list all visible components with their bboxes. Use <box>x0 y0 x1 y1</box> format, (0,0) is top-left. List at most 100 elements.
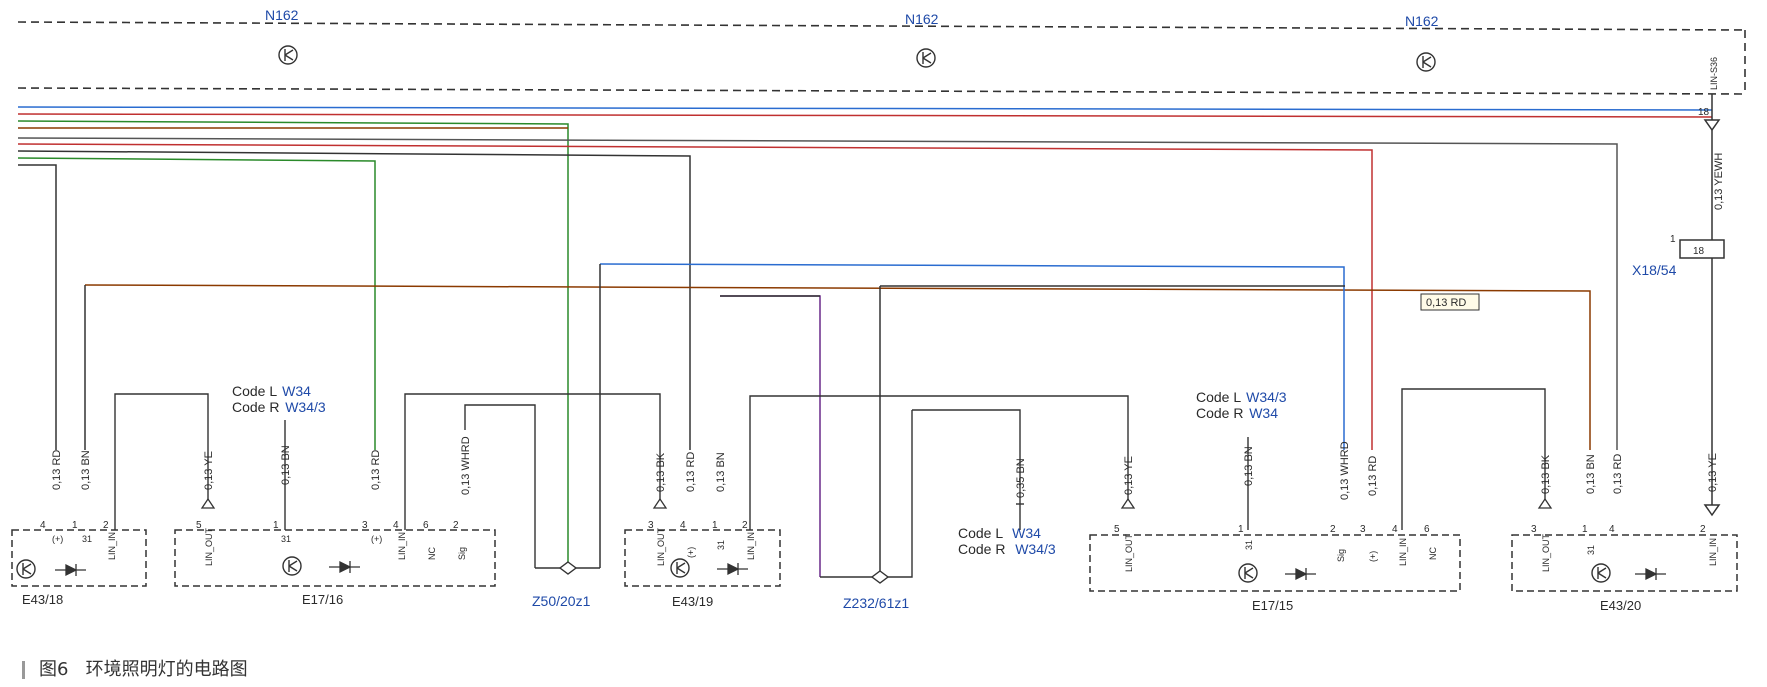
pin-number: 1 <box>1238 524 1244 535</box>
wire-label: 0,13 BN <box>1585 454 1597 494</box>
pin-number: 3 <box>1531 524 1537 535</box>
pin-label: (+) <box>686 547 696 558</box>
pin-18: 18 <box>1698 107 1710 118</box>
component-label-e17-15: E17/15 <box>1252 598 1293 613</box>
pin-label: NC <box>427 547 437 560</box>
pin-number: 4 <box>1609 524 1615 535</box>
lin-s36-pin: LIN-S36 <box>1709 57 1719 90</box>
pin-18: 18 <box>1693 246 1705 257</box>
led-icon <box>55 560 1666 581</box>
pin-number: 4 <box>680 520 686 531</box>
pin-label: LIN_IN <box>1398 538 1408 566</box>
pin-number: 4 <box>40 520 46 531</box>
n162-label-3: N162 <box>1405 13 1439 29</box>
wire-label: 0,13 YE <box>1123 456 1135 495</box>
pin-label: 31 <box>82 534 92 544</box>
signal-arrow-icon <box>200 497 1553 509</box>
component-label-e43-19: E43/19 <box>672 594 713 609</box>
pin-number: 6 <box>423 520 429 531</box>
x18-feed <box>1679 94 1725 517</box>
wire-label: 0,13 WHRD <box>460 436 472 495</box>
wire-labels: 0,13 RD 0,13 BN 0,13 YE 0,13 BN 0,13 RD … <box>51 436 1719 500</box>
local-wires <box>114 295 1546 568</box>
lamp-icon <box>16 556 1611 583</box>
wire-label: 0,13 BN <box>1243 446 1255 486</box>
wire-tag: 0,13 RD <box>1426 297 1466 309</box>
wire-label: 0,13 WHRD <box>1339 441 1351 500</box>
wire-label: 0,13 RD <box>685 452 697 492</box>
component-e43-18 <box>11 529 147 587</box>
component-e43-19 <box>624 529 781 587</box>
wire-bundle <box>17 106 1713 577</box>
n162-module <box>17 21 1746 95</box>
component-boxes <box>11 529 1738 592</box>
pin-number: 2 <box>103 520 109 531</box>
pin-number: 1 <box>273 520 279 531</box>
wire-label: 0,13 BK <box>1540 454 1552 494</box>
pin-label: 31 <box>1244 540 1254 550</box>
wire-label: 0,35 BN <box>1015 458 1027 498</box>
wire-label: 0,13 BN <box>80 450 92 490</box>
pin-number: 6 <box>1424 524 1430 535</box>
pin-1: 1 <box>1670 234 1676 245</box>
pin-number: 3 <box>648 520 654 531</box>
pin-labels: (+) 31 LIN_IN LIN_OUT 31 (+) LIN_IN NC S… <box>52 527 1718 572</box>
pin-number: 4 <box>1392 524 1398 535</box>
pin-number: 5 <box>196 520 202 531</box>
wire-label: 0,13 YE <box>1707 453 1719 492</box>
connector-label: X18/54 <box>1632 262 1677 278</box>
wire-label: 0,13 RD <box>1367 456 1379 496</box>
pin-label: LIN_OUT <box>1541 533 1551 572</box>
wire-label: 0,13 YE <box>203 451 215 490</box>
wire-label: 0,13 BN <box>280 445 292 485</box>
pin-label: (+) <box>371 534 382 544</box>
pin-label: LIN_IN <box>107 532 117 560</box>
wire-label: 0,13 RD <box>1612 454 1624 494</box>
caption-bar <box>22 661 25 679</box>
component-e43-20 <box>1511 534 1738 592</box>
pin-number: 3 <box>362 520 368 531</box>
pin-number: 4 <box>393 520 399 531</box>
pin-number: 3 <box>1360 524 1366 535</box>
pin-numbers: 4 1 2 5 1 3 4 6 2 3 4 1 2 5 1 2 3 4 6 3 … <box>40 520 1706 535</box>
wire-label: 0,13 BN <box>715 452 727 492</box>
pin-number: 1 <box>72 520 78 531</box>
pin-label: Sig <box>457 547 467 560</box>
pin-label: LIN_OUT <box>1124 533 1134 572</box>
wire-tag-box <box>1420 293 1480 311</box>
n162-label-1: N162 <box>265 7 299 23</box>
splice-icon <box>558 561 890 584</box>
pin-number: 5 <box>1114 524 1120 535</box>
wire-label: 0,13 YEWH <box>1713 153 1725 210</box>
wire-label: 0,13 BK <box>655 452 667 492</box>
component-label-e17-16: E17/16 <box>302 592 343 607</box>
pin-label: 31 <box>1586 545 1596 555</box>
pin-label: LIN_IN <box>746 532 756 560</box>
pin-number: 2 <box>1700 524 1706 535</box>
pin-label: (+) <box>1368 551 1378 562</box>
figure-caption: 图6 环境照明灯的电路图 <box>22 655 248 681</box>
wire-label: 0,13 RD <box>370 450 382 490</box>
pin-label: Sig <box>1336 549 1346 562</box>
pin-label: LIN_OUT <box>204 527 214 566</box>
splice-label-z232: Z232/61z1 <box>843 595 909 611</box>
pin-label: (+) <box>52 534 63 544</box>
pin-number: 2 <box>742 520 748 531</box>
splice-wires <box>535 410 913 578</box>
component-e17-16 <box>174 529 496 587</box>
pin-label: LIN_OUT <box>656 527 666 566</box>
pin-number: 2 <box>453 520 459 531</box>
wire-label: 0,13 RD <box>51 450 63 490</box>
pin-number: 1 <box>1582 524 1588 535</box>
caption-figure-number: 图6 <box>39 659 69 680</box>
pin-number: 2 <box>1330 524 1336 535</box>
splice-label-z50: Z50/20z1 <box>532 593 591 609</box>
pin-label: 31 <box>716 540 726 550</box>
